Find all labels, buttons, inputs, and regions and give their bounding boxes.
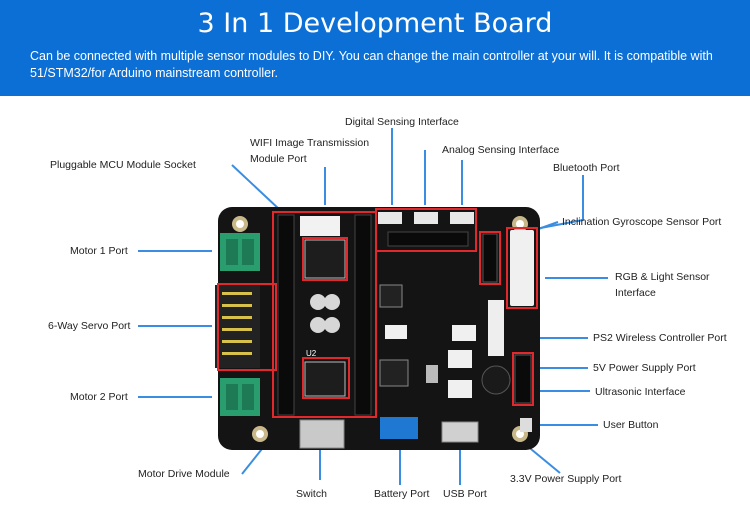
- label-rgb-line2: Interface: [615, 287, 656, 299]
- label-ps2: PS2 Wireless Controller Port: [593, 332, 727, 344]
- label-ultrasonic: Ultrasonic Interface: [595, 386, 686, 398]
- label-user-button: User Button: [603, 419, 659, 431]
- page-description: Can be connected with multiple sensor mo…: [30, 49, 713, 80]
- label-mcu-socket: Pluggable MCU Module Socket: [50, 159, 196, 171]
- label-motor-drive: Motor Drive Module: [138, 468, 230, 480]
- header-banner: 3 In 1 Development Board Can be connecte…: [0, 0, 750, 96]
- label-motor2: Motor 2 Port: [70, 391, 128, 403]
- label-motor1: Motor 1 Port: [70, 245, 128, 257]
- highlight-outlines: [217, 208, 538, 418]
- label-wifi-line2: Module Port: [250, 153, 307, 165]
- label-switch: Switch: [296, 488, 327, 500]
- chip-label: U2: [306, 349, 317, 358]
- label-power-5v: 5V Power Supply Port: [593, 362, 696, 374]
- page-title: 3 In 1 Development Board: [197, 8, 553, 39]
- label-battery: Battery Port: [374, 488, 430, 500]
- label-servo: 6-Way Servo Port: [48, 320, 131, 332]
- label-bluetooth: Bluetooth Port: [553, 162, 620, 174]
- label-digital-sensing: Digital Sensing Interface: [345, 116, 459, 128]
- label-inclination: Inclination Gyroscope Sensor Port: [562, 216, 722, 228]
- label-analog-sensing: Analog Sensing Interface: [442, 144, 560, 156]
- label-usb: USB Port: [443, 488, 487, 500]
- label-power-3-3v: 3.3V Power Supply Port: [510, 473, 622, 485]
- label-rgb-line1: RGB & Light Sensor: [615, 271, 710, 283]
- label-wifi-line1: WIFI Image Transmission: [250, 137, 370, 149]
